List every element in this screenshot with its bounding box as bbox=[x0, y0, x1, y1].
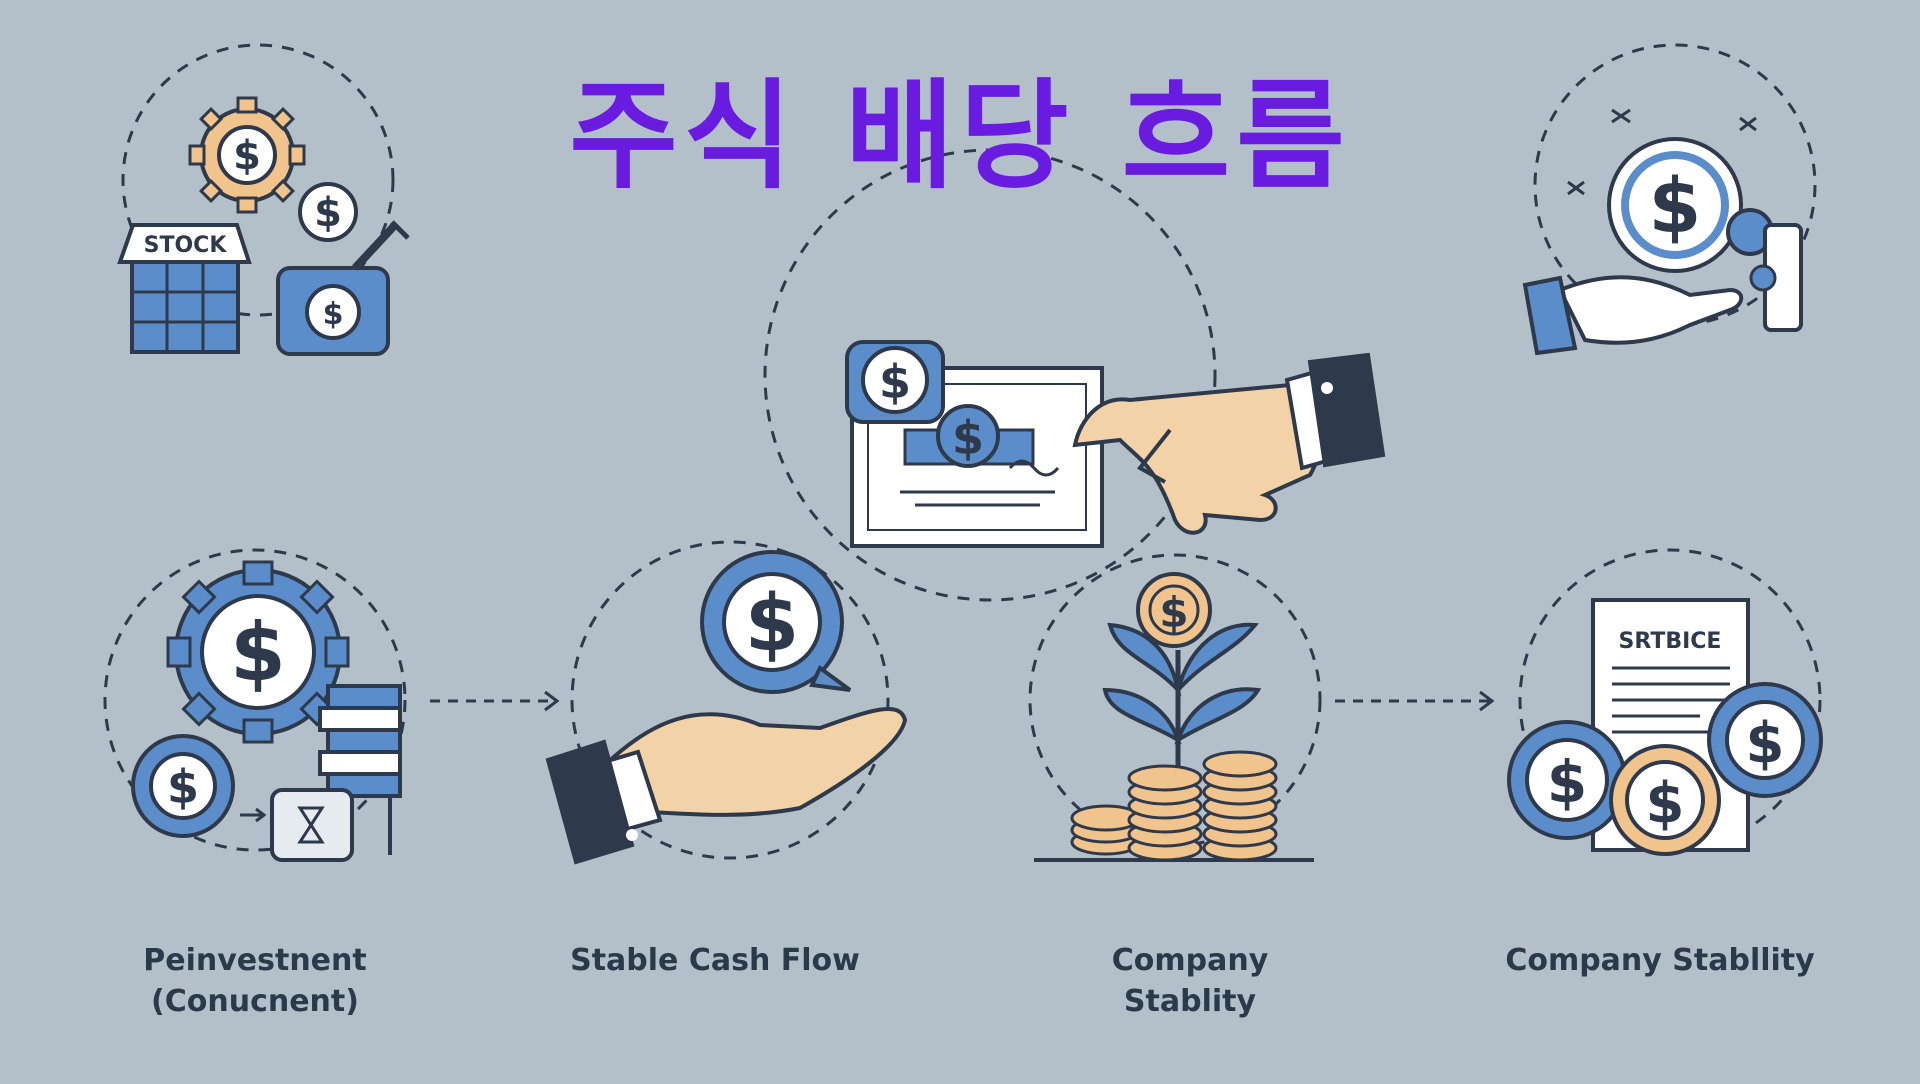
svg-text:$: $ bbox=[1159, 588, 1188, 637]
stock-investment-icon: STOCK $ bbox=[117, 96, 410, 356]
coin-stack-icon bbox=[318, 684, 402, 855]
coin-stacks-icon bbox=[1070, 750, 1278, 862]
stock-building-icon: STOCK bbox=[117, 223, 252, 354]
svg-text:$: $ bbox=[167, 760, 199, 814]
step-label-cash-flow: Stable Cash Flow bbox=[545, 940, 885, 981]
svg-text:$: $ bbox=[1646, 771, 1685, 836]
svg-text:$: $ bbox=[1649, 161, 1702, 250]
left-coin-icon: $ bbox=[1507, 720, 1627, 840]
step-label-line: Stablity bbox=[1123, 984, 1257, 1019]
step-label-line: Company bbox=[1111, 943, 1269, 978]
right-coin-icon: $ bbox=[1707, 682, 1823, 798]
gear-dollar-icon bbox=[188, 96, 306, 214]
step-label-reinvestment: Peinvestnent (Conucnent) bbox=[110, 940, 400, 1022]
step-label-line: Peinvestnent bbox=[143, 943, 367, 978]
step-label-company-stability: Company Stablity bbox=[1050, 940, 1330, 1022]
svg-text:$: $ bbox=[745, 579, 799, 669]
hand-holding-coin-icon: $ bbox=[545, 550, 908, 865]
step-label-line: (Conucnent) bbox=[151, 984, 359, 1019]
svg-text:$: $ bbox=[1746, 711, 1785, 776]
step-label-company-stability-2: Company Stabllity bbox=[1480, 940, 1840, 981]
svg-text:$: $ bbox=[1547, 748, 1587, 816]
hand-dropping-coin-icon bbox=[1072, 352, 1386, 535]
document-title: SRTBICE bbox=[1619, 629, 1722, 654]
page-title: 주식 배당 흐름 bbox=[569, 67, 1351, 205]
reinvestment-gears-icon: $ $ bbox=[131, 560, 402, 862]
svg-text:$: $ bbox=[323, 297, 344, 332]
step-label-line: Company Stabllity bbox=[1505, 943, 1815, 978]
document-coins-icon: SRTBICE $ $ $ bbox=[1507, 598, 1823, 856]
money-plant-icon: $ bbox=[1034, 572, 1314, 862]
camera-coin-icon: $ bbox=[276, 220, 410, 356]
svg-text:$: $ bbox=[230, 606, 286, 699]
small-gear-icon: $ bbox=[131, 734, 235, 838]
dividend-certificate-icon: $ $ bbox=[845, 340, 1104, 548]
svg-text:$: $ bbox=[879, 355, 911, 409]
step-label-line: Stable Cash Flow bbox=[570, 943, 860, 978]
stock-sign: STOCK bbox=[144, 233, 228, 258]
hourglass-box-icon bbox=[240, 788, 354, 862]
flow-arrows bbox=[430, 690, 1495, 712]
svg-text:$: $ bbox=[952, 411, 984, 465]
hand-receiving-coin-icon: $ bbox=[1522, 108, 1803, 356]
dashed-circles bbox=[103, 43, 1822, 860]
large-gear-icon: $ bbox=[166, 560, 350, 744]
front-coin-icon: $ bbox=[1609, 744, 1721, 856]
